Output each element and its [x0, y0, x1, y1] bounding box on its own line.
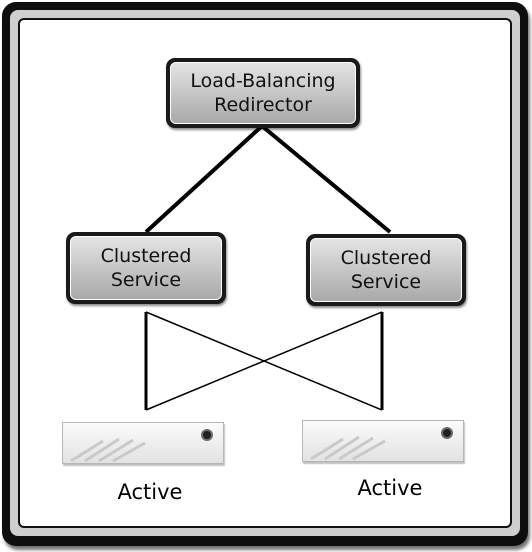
clustered-service-left-node: Clustered Service [66, 232, 226, 304]
redirector-label-line2: Redirector [214, 94, 312, 116]
server-streaks [310, 435, 386, 461]
service-left-label-line2: Service [110, 269, 182, 291]
service-right-label-line1: Clustered [340, 247, 432, 269]
service-right-label-line2: Service [350, 271, 422, 293]
link-right-service-left-server [145, 311, 383, 411]
clustered-service-right-node: Clustered Service [306, 234, 466, 306]
power-button-icon [201, 429, 213, 441]
server-left-status: Active [117, 480, 183, 504]
service-left-label-line1: Clustered [100, 245, 192, 267]
server-streaks [70, 437, 146, 463]
server-appliance-left [62, 422, 224, 464]
server-right-status: Active [357, 476, 423, 500]
load-balancing-redirector-node: Load-Balancing Redirector [166, 58, 360, 128]
server-appliance-right [302, 420, 464, 462]
power-button-icon [441, 427, 453, 439]
redirector-label-line1: Load-Balancing [190, 70, 336, 92]
link-redirector-right-service [260, 124, 392, 234]
link-redirector-left-service [144, 124, 264, 234]
